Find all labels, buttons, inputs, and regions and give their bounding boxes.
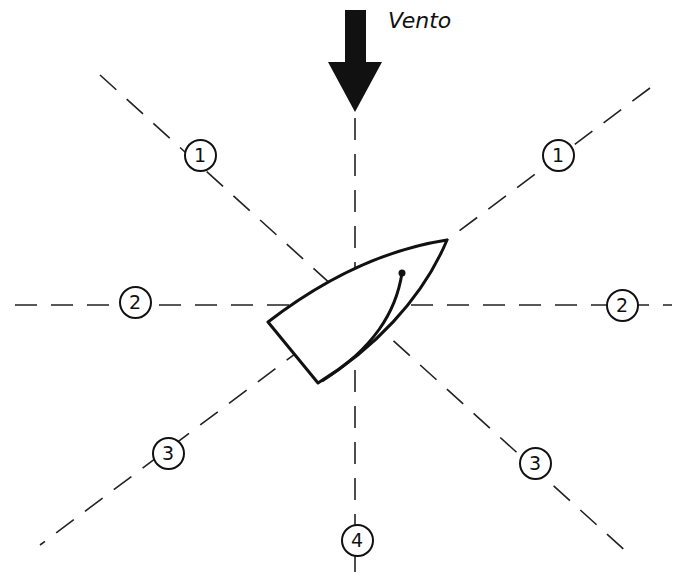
callout-circle: 3 xyxy=(152,437,185,470)
diagonal-axis xyxy=(40,88,650,545)
callout-number: 3 xyxy=(162,444,174,463)
callout-number: 1 xyxy=(552,146,564,165)
wind-label: Vento xyxy=(388,8,451,33)
mast xyxy=(399,270,406,277)
callout-number: 4 xyxy=(351,531,363,550)
callout-circle: 1 xyxy=(542,139,575,172)
callout-circle: 2 xyxy=(119,286,152,319)
callout-number: 2 xyxy=(129,293,141,312)
callout-number: 1 xyxy=(194,146,206,165)
callout-number: 3 xyxy=(529,454,541,473)
callout-circle: 4 xyxy=(341,524,374,557)
callout-number: 2 xyxy=(616,296,628,315)
boat-hull xyxy=(268,240,447,383)
callout-circle: 3 xyxy=(519,447,552,480)
wind-arrow xyxy=(328,10,382,112)
boat-sail xyxy=(322,273,402,381)
diagonal-axis xyxy=(100,75,630,555)
callout-circle: 1 xyxy=(184,139,217,172)
callout-circle: 2 xyxy=(606,289,639,322)
